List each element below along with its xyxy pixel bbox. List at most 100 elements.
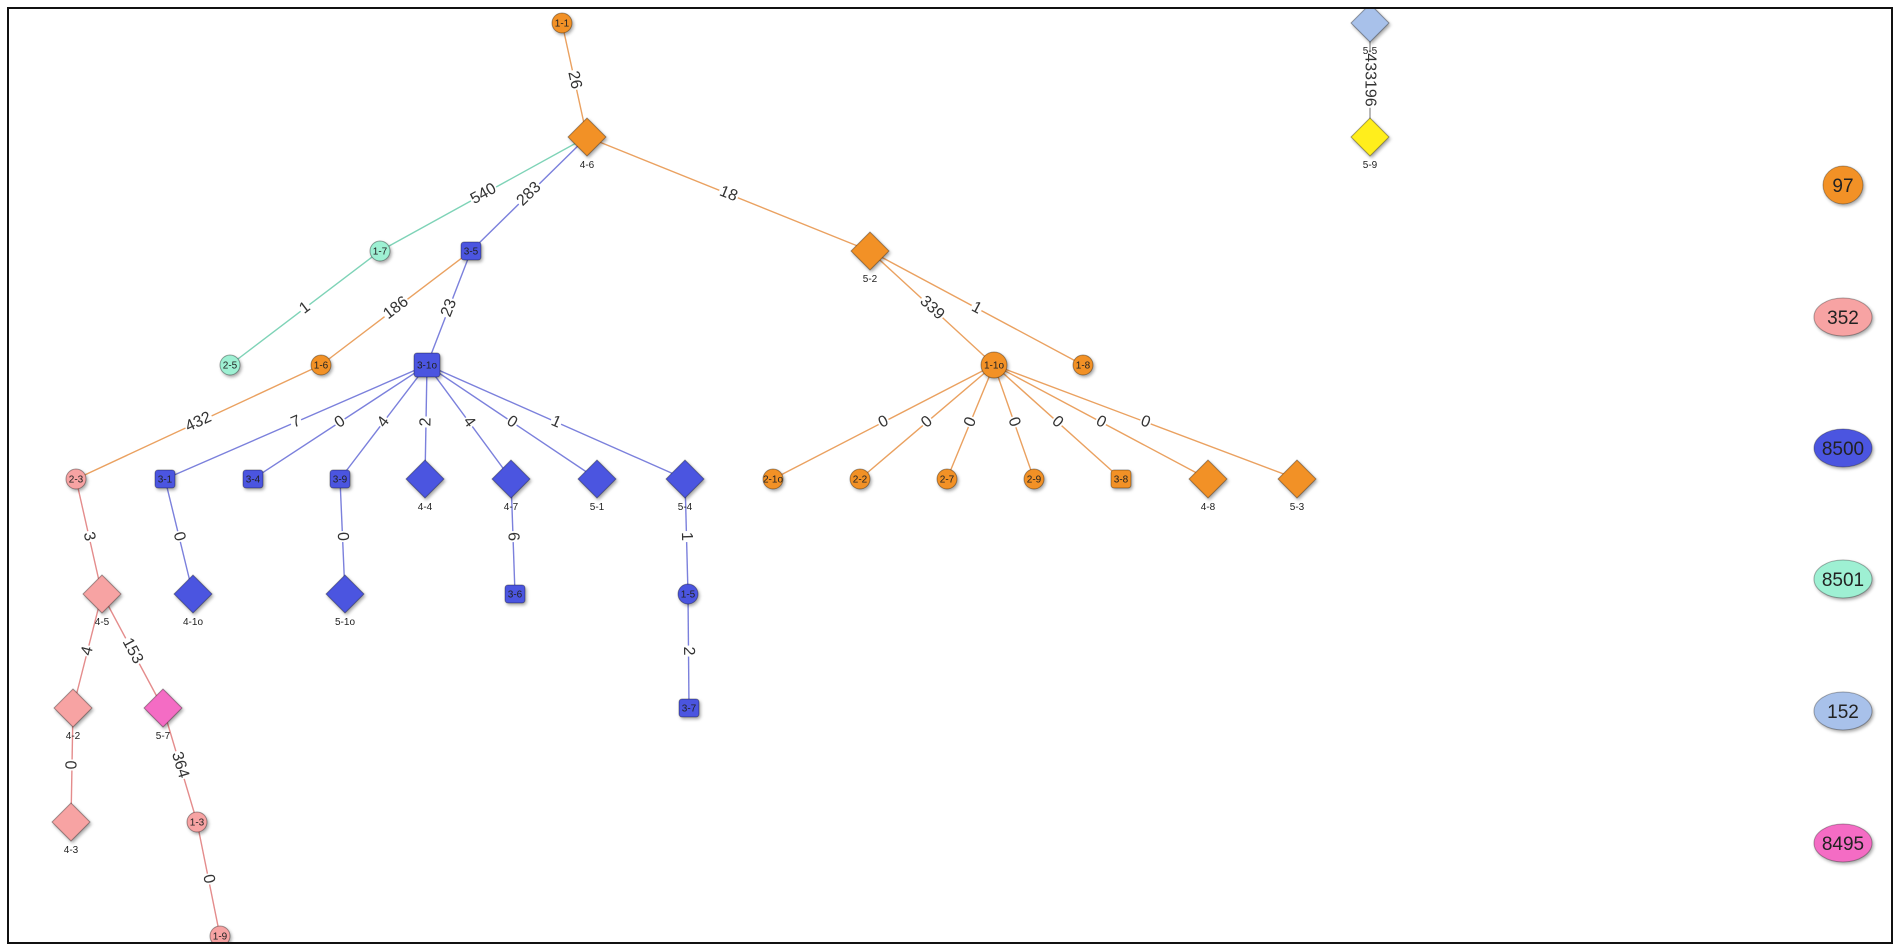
node-label: 3-7	[682, 704, 697, 715]
node-4-2	[53, 688, 93, 728]
node-5-9	[1350, 117, 1390, 157]
legend-swatch	[1813, 428, 1873, 468]
edge-label: 18	[717, 183, 740, 205]
legend-label: 97	[1832, 176, 1853, 197]
edge-label: 0	[63, 760, 80, 769]
node-label: 1-6	[314, 361, 329, 372]
node-label: 4-3	[64, 845, 79, 856]
node-label: 1-9	[213, 932, 228, 943]
node-1-6	[310, 354, 332, 376]
node-4-3	[51, 802, 91, 842]
node-1-9	[209, 925, 231, 942]
edge-label: 3	[80, 530, 99, 543]
node-4-8	[1188, 459, 1228, 499]
node-label: 5-7	[156, 731, 171, 742]
node-label: 1-7	[373, 247, 388, 258]
edge-label: 23	[438, 297, 460, 320]
node-label: 2-2	[853, 475, 868, 486]
node-label: 4-4	[418, 502, 433, 513]
legend-label: 152	[1827, 702, 1859, 723]
node-2-2	[849, 468, 871, 490]
node-label: 1-1	[555, 19, 570, 30]
node-3-1o	[413, 352, 441, 378]
edge-label: 1	[678, 532, 695, 541]
edge-label: 186	[380, 293, 412, 323]
node-2-1o	[762, 468, 784, 490]
nodes-layer	[51, 9, 1390, 942]
node-2-3	[65, 468, 87, 490]
node-label: 5-9	[1363, 160, 1378, 171]
legend-swatch	[1813, 691, 1873, 731]
node-label: 4-6	[580, 160, 595, 171]
node-label: 2-9	[1027, 475, 1042, 486]
node-1-8	[1072, 354, 1094, 376]
node-3-9	[329, 469, 351, 489]
edge-label: 0	[334, 532, 351, 542]
node-5-2	[850, 231, 890, 271]
node-label: 3-4	[246, 475, 261, 486]
node-5-3	[1277, 459, 1317, 499]
node-label: 1-3	[190, 818, 205, 829]
node-4-1o	[173, 574, 213, 614]
edge-label: 0	[170, 530, 189, 543]
node-label: 5-3	[1290, 502, 1305, 513]
node-label: 2-7	[940, 475, 955, 486]
legend-swatch	[1813, 559, 1873, 599]
node-label: 5-2	[863, 274, 878, 285]
node-3-5	[460, 241, 482, 261]
legend-swatch	[1822, 165, 1864, 205]
legend-swatch	[1813, 297, 1873, 337]
node-label: 3-1o	[417, 361, 437, 372]
node-1-5	[677, 583, 699, 605]
node-label: 4-2	[66, 731, 81, 742]
node-label: 3-5	[464, 247, 479, 258]
node-1-3	[186, 811, 208, 833]
node-3-8	[1110, 469, 1132, 489]
legend-swatch	[1813, 823, 1873, 863]
node-2-9	[1023, 468, 1045, 490]
edge-label: 6	[504, 532, 521, 542]
legend-label: 352	[1827, 308, 1859, 329]
node-4-5	[82, 574, 122, 614]
node-label: 5-4	[678, 502, 693, 513]
edge-label: 433196	[1362, 53, 1379, 106]
node-3-6	[504, 584, 526, 604]
node-label: 5-1o	[335, 617, 355, 628]
edge-label: 0	[199, 873, 217, 885]
node-label: 3-8	[1114, 475, 1129, 486]
node-label: 3-1	[158, 475, 173, 486]
edge-label: 2	[417, 417, 434, 426]
edge-label: 26	[564, 69, 584, 90]
node-label: 2-3	[69, 475, 84, 486]
node-4-4	[405, 459, 445, 499]
edge-label: 4	[78, 644, 97, 657]
edge-label: 364	[168, 750, 192, 781]
node-label: 1-5	[681, 590, 696, 601]
node-2-5	[219, 354, 241, 376]
node-label: 2-1o	[763, 475, 783, 486]
node-4-7	[491, 459, 531, 499]
node-5-4	[665, 459, 705, 499]
node-5-1o	[325, 574, 365, 614]
node-1-7	[369, 240, 391, 262]
node-labels-layer: 1-1 4-6 1-7 2-5 3-5 1-6 3-1o 5-2 1-1o 1-8 2-3 3-1 3-…	[64, 19, 1378, 943]
node-2-7	[936, 468, 958, 490]
node-label: 3-6	[508, 590, 523, 601]
legend-label: 8495	[1822, 834, 1864, 855]
edges-layer	[70, 22, 1371, 937]
legend: 97 352 8500 8501 152 8495	[1813, 165, 1873, 863]
node-label: 1-1o	[984, 361, 1004, 372]
node-label: 1-8	[1076, 361, 1091, 372]
legend-label: 8501	[1822, 570, 1864, 591]
node-label: 4-5	[95, 617, 110, 628]
node-1-1o	[980, 351, 1008, 379]
legend-label: 8500	[1822, 439, 1864, 460]
node-label: 5-5	[1363, 46, 1378, 57]
node-3-4	[242, 469, 264, 489]
node-label: 2-5	[223, 361, 238, 372]
node-5-1	[577, 459, 617, 499]
node-label: 4-7	[504, 502, 519, 513]
node-3-1	[154, 469, 176, 489]
